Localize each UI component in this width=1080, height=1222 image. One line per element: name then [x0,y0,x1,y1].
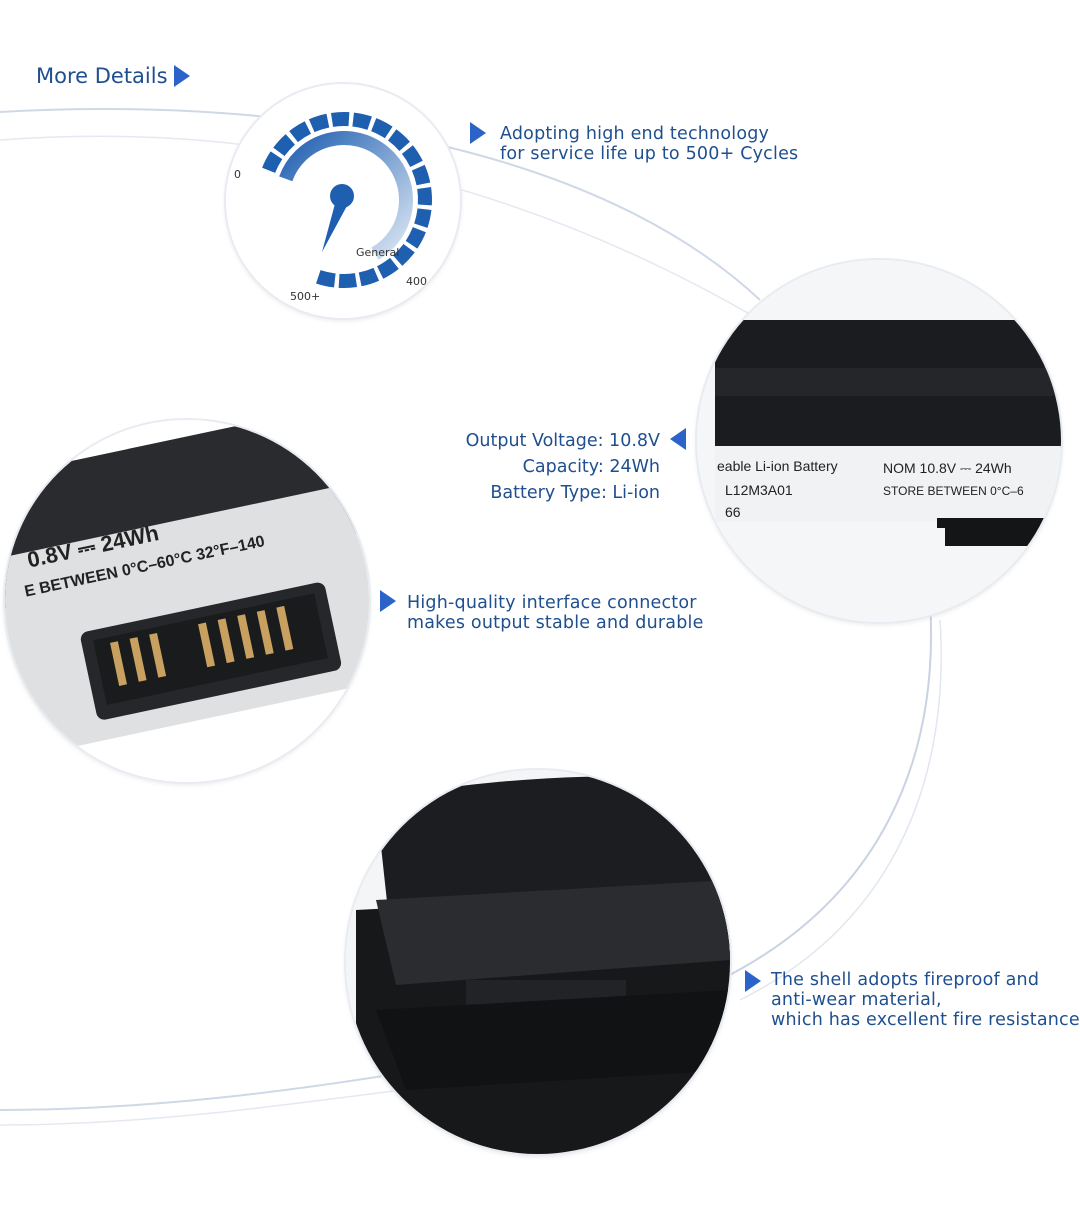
shell-graphic [346,770,730,1154]
gauge-segment [417,186,432,206]
gauge-needle [322,200,348,252]
gauge-icon [262,112,432,288]
feature-shell: The shell adopts fireproof and anti-wear… [771,970,1080,1030]
page-title[interactable]: More Details [36,64,190,88]
shell-photo [346,770,730,1154]
gauge-segment [352,112,372,130]
feature-shell-line2: anti-wear material, [771,990,942,1010]
gauge-tick-0: 0 [234,168,241,181]
gauge-tick-general: General [356,246,400,259]
feature-cycles: Adopting high end technology for service… [500,124,798,164]
arrow-right-icon [380,590,396,612]
arrow-right-icon [173,65,190,87]
label-right-line1b: NOM 10.8V ⎓ 24Wh [883,460,1012,476]
gauge-segment [393,244,415,266]
gauge-segment [308,113,330,133]
feature-connector-line2: makes output stable and durable [407,613,704,633]
gauge-segment [262,151,283,173]
gauge-segment [377,257,399,279]
gauge-segment [405,227,426,249]
spec-capacity: Capacity: 24Wh [522,457,660,477]
feature-cycles-line1: Adopting high end technology [500,124,770,144]
arrow-left-icon [670,428,686,450]
gauge-segment [273,134,295,156]
gauge-segment [401,145,423,167]
label-right-line1a: eable Li-ion Battery [717,458,838,474]
gauge-segment [371,118,393,139]
feature-connector: High-quality interface connector makes o… [407,593,704,633]
connector-graphic [5,420,369,782]
specs-block: Output Voltage: 10.8V Capacity: 24Wh Bat… [430,428,660,506]
connector-photo: 0.8V ⎓ 24Wh E BETWEEN 0°C–60°C 32°F–140 [5,420,369,782]
feature-cycles-line2: for service life up to 500+ Cycles [500,144,799,164]
arrow-right-icon [470,122,486,144]
arrow-right-icon [745,970,761,992]
gauge-segment [330,112,350,127]
gauge-segment [358,267,380,287]
gauge-segment [388,129,410,151]
battery-label-graphic [697,260,1061,622]
battery-label-photo: eable Li-ion Battery NOM 10.8V ⎓ 24Wh L1… [697,260,1061,622]
gauge-segment [411,164,431,186]
gauge-segment [289,121,311,143]
feature-connector-line1: High-quality interface connector [407,593,697,613]
gauge-segment [316,270,336,288]
gauge-tick-400: 400 [406,275,427,288]
feature-shell-line3: which has excellent fire resistance. [771,1010,1080,1030]
gauge-tick-500: 500+ [290,290,321,303]
gauge-circle: 0 General 400 500+ [226,84,460,318]
label-right-line3a: 66 [725,504,741,520]
label-right-line2b: STORE BETWEEN 0°C–6 [883,484,1024,498]
label-right-line2a: L12M3A01 [725,482,793,498]
feature-shell-line1: The shell adopts fireproof and [771,970,1040,990]
gauge-hub [330,184,354,208]
page-title-text: More Details [36,64,168,88]
spec-voltage: Output Voltage: 10.8V [465,431,660,451]
gauge-inner-arc [279,131,413,260]
gauge-segment [414,208,432,228]
gauge-segment [338,273,358,288]
spec-type: Battery Type: Li-ion [490,483,660,503]
